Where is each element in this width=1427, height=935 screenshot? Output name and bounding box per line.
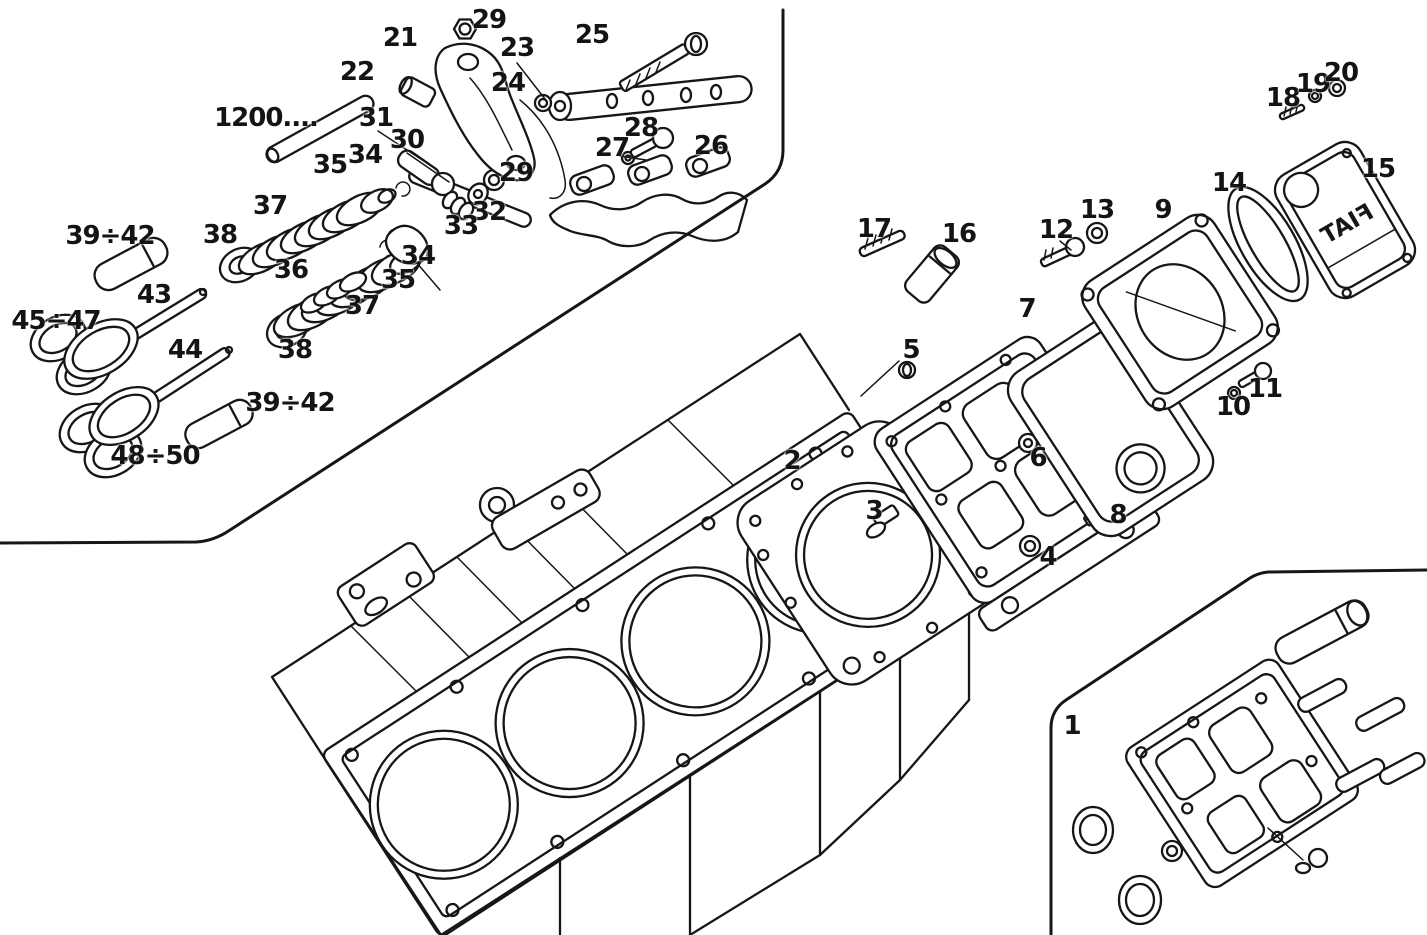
inset-valve-guide: [1274, 599, 1370, 665]
adjusting-screw-22: [398, 75, 437, 108]
rocker-shaft-23: [547, 74, 753, 122]
valve-43: [63, 287, 208, 380]
leader-lines: [377, 62, 1072, 397]
bolt-28: [629, 126, 675, 159]
rotator-spring-32: [441, 190, 475, 221]
valve-guide-lower: [184, 398, 254, 450]
valve-guide-upper: [93, 236, 169, 292]
spring-retainer-upper: [360, 181, 411, 214]
inset-bolt: [1267, 827, 1329, 875]
outer-cover: FIAT: [1273, 140, 1417, 300]
block-lifting-bracket: [478, 468, 601, 551]
rocker-arms-26: [548, 146, 749, 248]
seal-ring-13: [1085, 221, 1109, 245]
washer-24: [533, 93, 553, 113]
block-mount-bracket: [336, 542, 436, 627]
stud-17: [858, 228, 906, 258]
bolt-12: [1039, 236, 1086, 268]
valve-44: [88, 345, 234, 447]
inset-dowel-pins: [1297, 677, 1426, 793]
inner-spring-36: [299, 271, 368, 314]
bottom-right-inset-border: [1049, 568, 1427, 935]
inset-cylinder-head: [1125, 658, 1359, 889]
washer-19: [1307, 88, 1323, 104]
tappet-16: [903, 244, 961, 304]
bolt-5: [897, 360, 917, 380]
valve-spring-upper: [237, 191, 385, 276]
push-rod: [265, 94, 375, 164]
nut-29-top: [452, 18, 478, 40]
top-left-inset-border: [0, 8, 785, 545]
cover-gasket-14: [1227, 185, 1309, 303]
nut-20: [1327, 78, 1347, 98]
bolt-25: [618, 31, 709, 93]
rocker-cover: [1080, 213, 1281, 412]
rocker-arm-tip: [384, 224, 441, 291]
stud-18: [1278, 102, 1306, 121]
stud-washer: [865, 521, 887, 539]
nut-4: [1018, 534, 1042, 558]
washer-10: [1226, 385, 1242, 401]
bolt-11: [1237, 361, 1273, 389]
rocker-bracket-21: [434, 42, 567, 200]
inset-valve-seals: [1071, 805, 1184, 926]
